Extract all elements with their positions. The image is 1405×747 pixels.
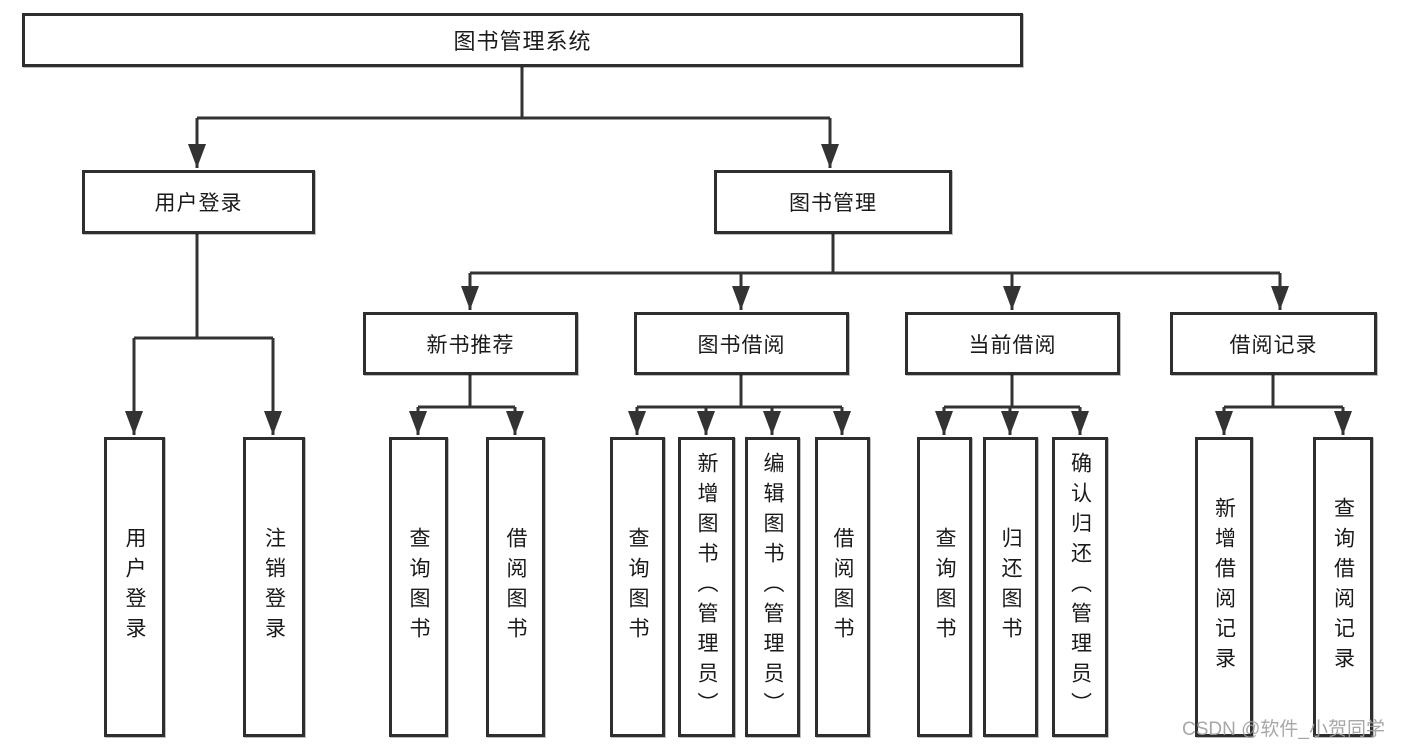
leaf-confirm-return-admin: 确认归还（管理员） — [1052, 437, 1108, 737]
leaf-query-books-borrowing: 查询图书 — [610, 437, 665, 737]
leaf-query-books-recommend: 查询图书 — [389, 437, 448, 737]
leaf-label: 借阅图书 — [831, 527, 854, 647]
leaf-label: 查询图书 — [933, 527, 956, 647]
node-label: 当前借阅 — [968, 333, 1057, 357]
leaf-query-borrow-record: 查询借阅记录 — [1313, 437, 1373, 737]
node-label: 借阅记录 — [1229, 333, 1318, 357]
node-label: 图书管理系统 — [453, 29, 592, 54]
node-label: 用户登录 — [154, 192, 243, 215]
leaf-label: 借阅图书 — [504, 527, 527, 647]
node-user-login: 用户登录 — [82, 170, 315, 234]
leaf-label: 查询图书 — [407, 527, 430, 647]
leaf-return-books: 归还图书 — [983, 437, 1038, 737]
leaf-user-login: 用户登录 — [104, 437, 165, 737]
node-new-book-recommend: 新书推荐 — [363, 312, 578, 375]
leaf-add-book-admin: 新增图书（管理员） — [678, 437, 735, 737]
node-borrowing-records: 借阅记录 — [1170, 312, 1377, 375]
leaf-logout: 注销登录 — [243, 437, 305, 737]
leaf-edit-book-admin: 编辑图书（管理员） — [745, 437, 800, 737]
leaf-query-books-current: 查询图书 — [917, 437, 972, 737]
leaf-borrow-books-recommend: 借阅图书 — [486, 437, 545, 737]
leaf-label: 编辑图书（管理员） — [761, 452, 784, 722]
watermark: CSDN @软件_小贺同学 — [1182, 719, 1385, 740]
node-book-management: 图书管理 — [714, 170, 952, 234]
node-library-system: 图书管理系统 — [22, 13, 1023, 67]
leaf-label: 用户登录 — [123, 527, 146, 647]
leaf-label: 查询借阅记录 — [1331, 497, 1355, 677]
node-book-borrowing: 图书借阅 — [634, 312, 849, 375]
node-current-borrowing: 当前借阅 — [905, 312, 1120, 375]
leaf-label: 注销登录 — [262, 527, 286, 647]
leaf-label: 新增图书（管理员） — [695, 452, 718, 722]
node-label: 图书管理 — [789, 192, 877, 215]
node-label: 图书借阅 — [697, 333, 786, 357]
leaf-label: 查询图书 — [626, 527, 649, 647]
leaf-label: 确认归还（管理员） — [1068, 452, 1092, 722]
leaf-label: 归还图书 — [999, 527, 1022, 647]
leaf-add-borrow-record: 新增借阅记录 — [1195, 437, 1253, 737]
node-label: 新书推荐 — [426, 333, 515, 357]
leaf-label: 新增借阅记录 — [1212, 497, 1236, 677]
leaf-borrow-books-borrowing: 借阅图书 — [815, 437, 870, 737]
